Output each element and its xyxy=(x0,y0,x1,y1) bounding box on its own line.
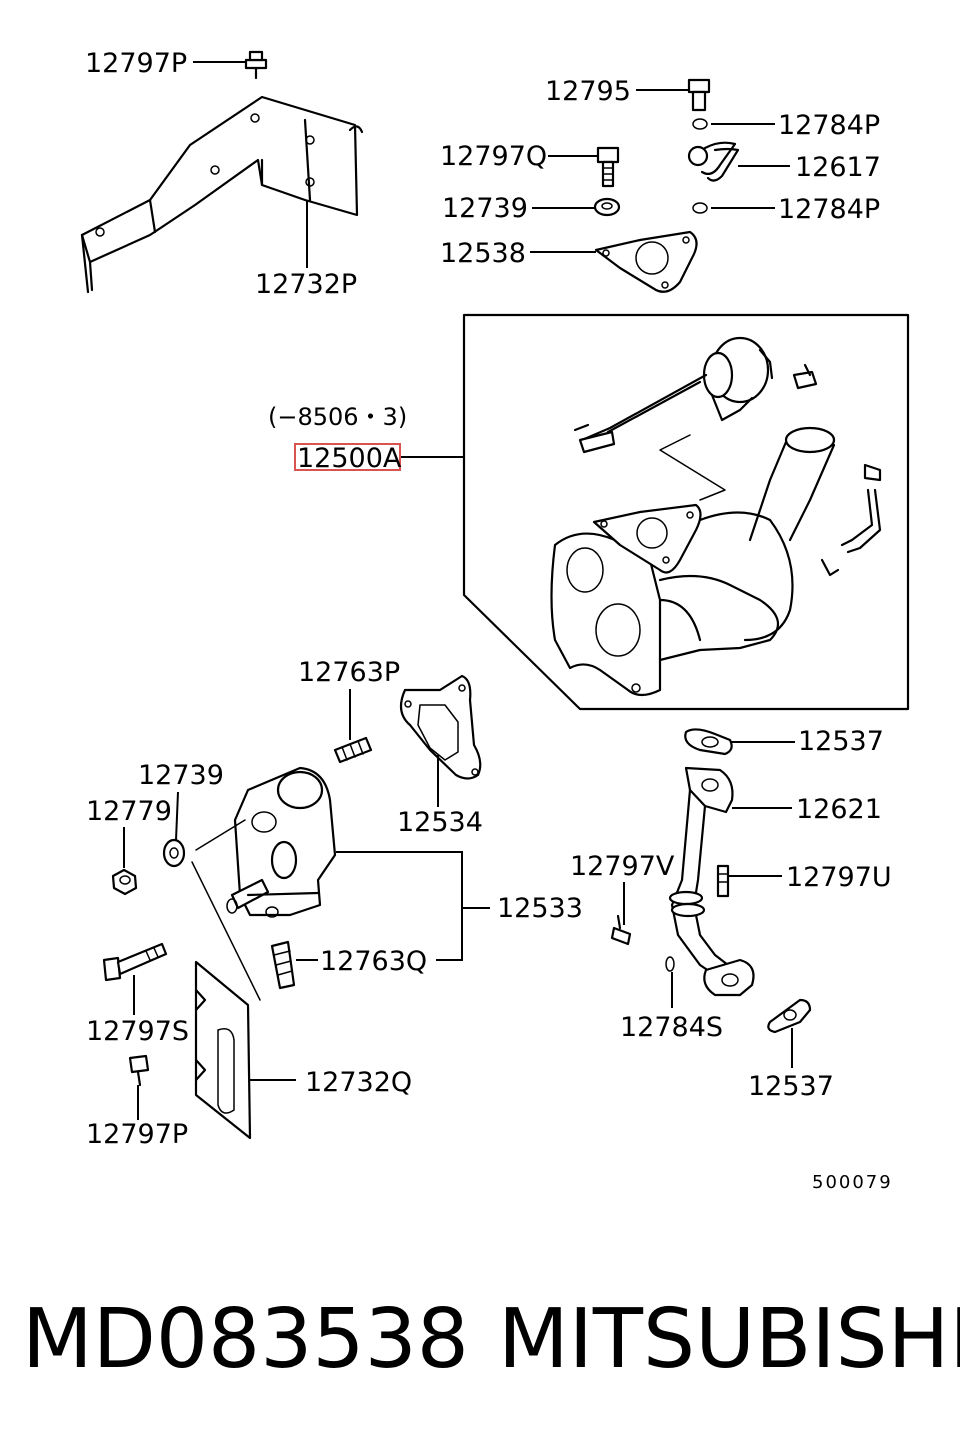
part-label: 12784P xyxy=(778,110,880,141)
exploded-parts-diagram: 12797P 12732P 12795 12784P 12797Q 12617 … xyxy=(80,48,910,1193)
union-bolt-12617-icon xyxy=(687,141,740,182)
highlight-box xyxy=(294,443,401,471)
part-label: 12795 xyxy=(545,76,631,107)
part-label: 12739 xyxy=(138,760,224,791)
part-label: 12797P xyxy=(85,48,187,79)
part-label: 12538 xyxy=(440,238,526,269)
part-label: 12763Q xyxy=(320,946,427,977)
drawing-code: 500079 xyxy=(812,1172,893,1193)
caption: MD083538 MITSUBISHI xyxy=(0,1290,960,1400)
part-label: 12617 xyxy=(795,152,881,183)
bolt-12795-icon xyxy=(687,78,711,112)
part-label: 12763P xyxy=(298,657,400,688)
gasket-12537-bottom-icon xyxy=(767,998,812,1034)
part-label: 12533 xyxy=(497,893,583,924)
part-label: 12534 xyxy=(397,807,483,838)
part-label-highlighted: 12500A xyxy=(297,443,402,474)
part-label: 12797U xyxy=(786,862,892,893)
bolt-12797q-icon xyxy=(596,146,620,188)
washer-icon xyxy=(692,118,708,130)
gasket-12534-icon xyxy=(399,674,482,780)
washer-12739-icon xyxy=(593,197,621,217)
gasket-12538-icon xyxy=(594,230,698,293)
bolt-12797p-bottom-icon xyxy=(128,1054,150,1087)
bolt-icon xyxy=(244,50,268,80)
turbocharger-assembly-12500a xyxy=(462,313,910,711)
part-label: 12537 xyxy=(748,1071,834,1102)
part-label: 12732P xyxy=(255,269,357,300)
oil-pipe-12621-icon xyxy=(668,766,755,997)
part-label: 12797S xyxy=(86,1016,189,1047)
part-label: 12621 xyxy=(796,794,882,825)
stud-12763q-icon xyxy=(270,940,296,990)
part-label: 12732Q xyxy=(305,1067,412,1098)
exhaust-elbow-12533-icon xyxy=(226,766,337,918)
nut-12779-icon xyxy=(111,868,138,896)
gasket-12537-top-icon xyxy=(684,728,733,756)
brand-name: MITSUBISHI xyxy=(498,1292,960,1387)
bolt-12797v-icon xyxy=(610,914,632,946)
part-label: 12739 xyxy=(442,193,528,224)
heat-shield-12732q-icon xyxy=(191,819,261,1140)
washer-12784s-icon xyxy=(665,956,675,972)
part-label: 12797P xyxy=(86,1119,188,1150)
part-label: 12784S xyxy=(620,1012,723,1043)
part-label: 12779 xyxy=(86,796,172,827)
stud-12763p-icon xyxy=(333,736,373,764)
part-label: 12537 xyxy=(798,726,884,757)
leader-lines xyxy=(123,61,795,1120)
part-number: MD083538 xyxy=(22,1292,469,1387)
date-note: (−8506・3) xyxy=(268,403,407,431)
washer-12739-icon xyxy=(162,838,186,868)
heat-shield-bracket-12732p xyxy=(80,95,364,294)
washer-icon xyxy=(692,202,708,214)
bolt-12797s-icon xyxy=(102,942,168,982)
part-label: 12797Q xyxy=(440,141,547,172)
bolt-12797u-icon xyxy=(716,864,730,898)
part-label: 12797V xyxy=(570,851,675,882)
part-label: 12784P xyxy=(778,194,880,225)
